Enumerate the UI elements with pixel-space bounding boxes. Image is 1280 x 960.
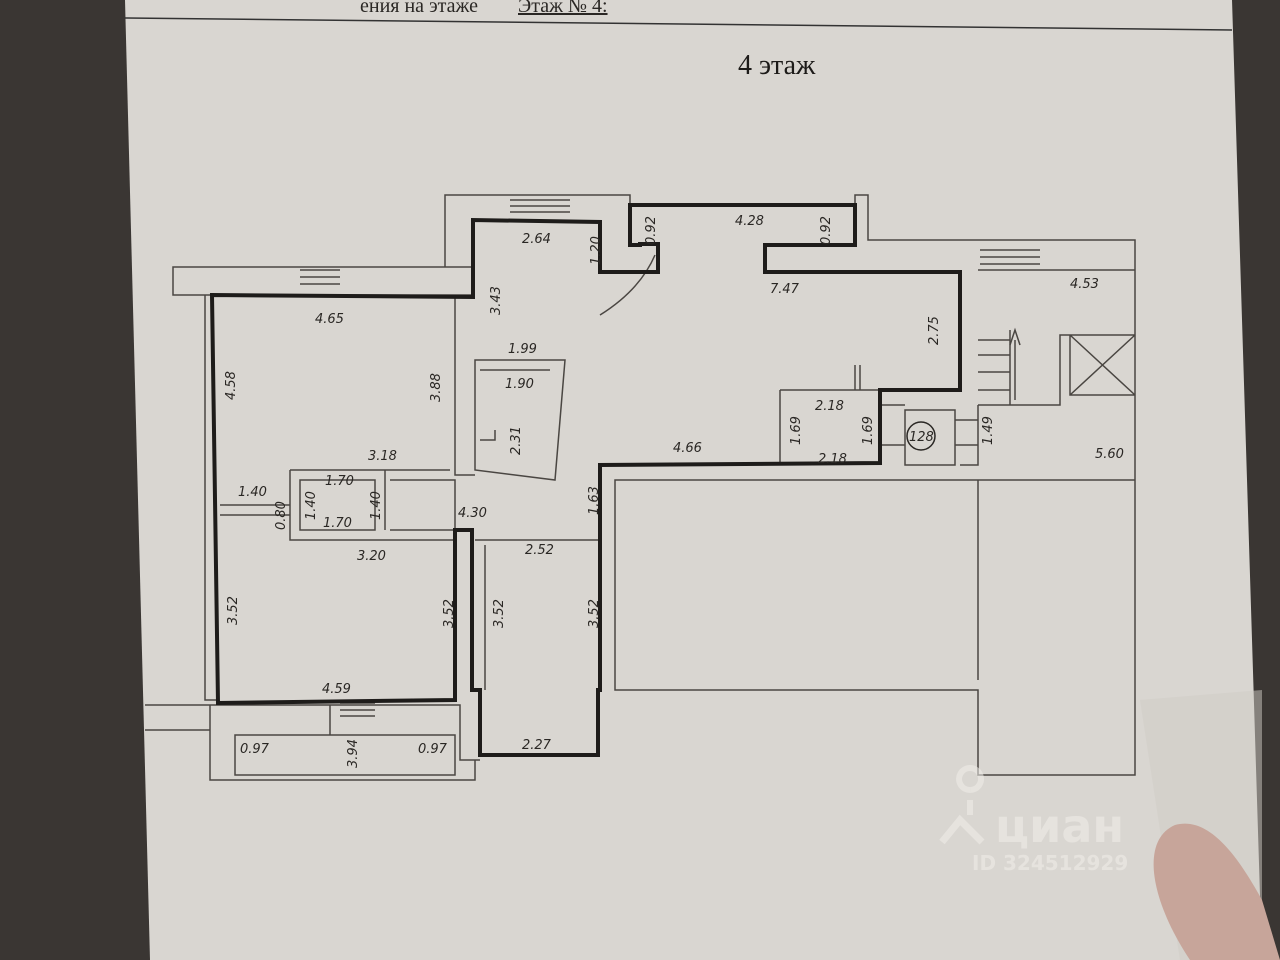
- dim-label: 0.92: [819, 216, 834, 245]
- dim-label: 1.20: [589, 236, 604, 265]
- outer-walls: [145, 194, 1136, 781]
- plan-title: 4 этаж: [738, 50, 816, 81]
- door-swing: [599, 254, 656, 316]
- dim-label: 2.64: [522, 232, 551, 247]
- room-number-badge: 128: [906, 421, 936, 451]
- dim-label: 3.94: [346, 739, 361, 768]
- dim-label: 4.58: [224, 371, 239, 400]
- dim-label: 1.63: [587, 486, 602, 515]
- dim-label: 3.52: [226, 596, 241, 625]
- header-prefix: ения на этаже: [360, 0, 478, 17]
- header-floor-ref: Этаж № 4:: [518, 0, 608, 17]
- header-rule: [124, 17, 1233, 31]
- dim-label: 3.88: [429, 373, 444, 402]
- dim-label: 3.43: [489, 286, 504, 315]
- dim-label: 2.31: [509, 426, 524, 455]
- dimension-labels: 2.64 1.20 0.92 4.28 0.92 3.43 4.65 7.47 …: [224, 214, 1124, 768]
- dim-label: 2.75: [927, 316, 942, 345]
- dim-label: 4.53: [1070, 277, 1099, 292]
- cian-logo-icon: [939, 814, 985, 845]
- dim-label: 2.18: [818, 452, 847, 467]
- dim-label: 1.69: [789, 416, 804, 445]
- dim-label: 1.70: [325, 474, 354, 489]
- dim-label: 0.92: [644, 216, 659, 245]
- finger: [1153, 823, 1280, 960]
- dim-label: 0.97: [240, 742, 270, 757]
- dim-label: 1.40: [369, 491, 384, 520]
- dim-label: 4.30: [458, 506, 487, 521]
- dim-label: 3.18: [368, 449, 397, 464]
- dim-label: 1.90: [505, 377, 534, 392]
- dim-label: 2.27: [522, 738, 552, 753]
- dim-label: 4.28: [735, 214, 764, 229]
- dim-label: 7.47: [770, 282, 800, 297]
- dim-label: 3.52: [492, 599, 507, 628]
- dim-label: 2.52: [525, 543, 554, 558]
- dim-label: 2.18: [815, 399, 844, 414]
- dim-label: 1.99: [508, 342, 537, 357]
- cian-watermark: циан ID 324512929: [939, 765, 1128, 875]
- room-number: 128: [909, 430, 934, 445]
- dim-label: 1.69: [861, 416, 876, 445]
- dim-label: 1.70: [323, 516, 352, 531]
- dim-label: 3.20: [357, 549, 386, 564]
- dim-label: 1.40: [304, 491, 319, 520]
- watermark-brand: циан: [995, 799, 1124, 853]
- dim-label: 3.52: [442, 599, 457, 628]
- watermark-id: ID 324512929: [972, 851, 1128, 875]
- dim-label: 0.97: [418, 742, 448, 757]
- apartment-outline: [209, 203, 962, 757]
- dim-label: 4.59: [322, 682, 351, 697]
- dim-label: 5.60: [1095, 447, 1124, 462]
- dim-label: 4.66: [673, 441, 702, 456]
- dim-label: 3.52: [587, 599, 602, 628]
- dim-label: 1.49: [981, 416, 996, 445]
- dim-label: 0.80: [274, 501, 289, 530]
- map-pin-icon: [956, 765, 985, 815]
- dim-label: 1.40: [238, 485, 267, 500]
- dim-label: 4.65: [315, 312, 344, 327]
